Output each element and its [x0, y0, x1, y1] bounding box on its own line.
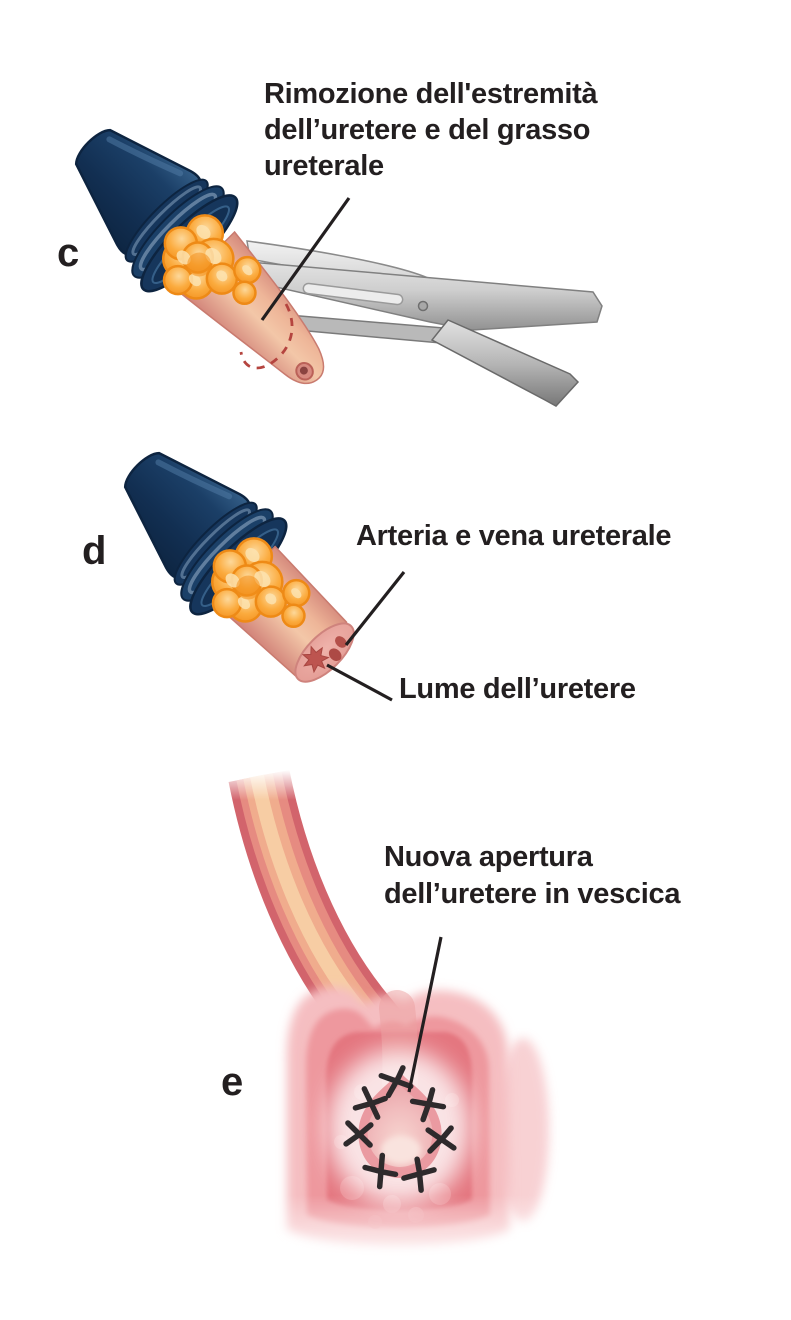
ureteral-vein-dot: [328, 648, 342, 661]
panel-letter-c: c: [57, 231, 80, 275]
anastomosis-opening: [327, 1049, 471, 1205]
label-removal-line2: dell’uretere e del grasso: [264, 114, 591, 146]
ureteral-artery-dot: [335, 636, 347, 648]
resection-dashed-line: [239, 303, 294, 370]
clamp-with-ureter-stump: [91, 419, 355, 683]
pointer-line-new-opening: [407, 936, 443, 1093]
label-removal-line3: ureterale: [264, 150, 384, 182]
panel-c-illustration: [42, 96, 603, 407]
label-artery-vein: Arteria e vena ureterale: [356, 520, 672, 552]
bladder-bottom-fade: [250, 1195, 570, 1310]
pointer-line-removal: [260, 197, 351, 321]
surgical-scissors: [246, 240, 603, 407]
panel-letter-e: e: [221, 1060, 244, 1104]
panel-letter-d: d: [82, 529, 107, 573]
label-new-opening: Nuova apertura dell’uretere in vescica: [384, 839, 680, 913]
clamp-with-ureter-end: [42, 96, 325, 385]
label-removal: Rimozione dell'estremità dell’uretere e …: [264, 76, 598, 184]
label-new-opening-line2: dell’uretere in vescica: [384, 878, 681, 910]
label-lumen: Lume dell’uretere: [399, 673, 636, 705]
pointer-line-lumen: [326, 663, 393, 702]
panel-e-illustration: [220, 769, 570, 1310]
scissors-hinge: [417, 300, 429, 312]
label-new-opening-line1: Nuova apertura: [384, 841, 593, 873]
pointer-line-artery-vein: [344, 571, 406, 646]
label-removal-line1: Rimozione dell'estremità: [264, 78, 598, 110]
ureter-lumen-star: [301, 645, 330, 674]
panel-d-illustration: [91, 419, 406, 702]
tube-top-fade: [220, 770, 312, 800]
